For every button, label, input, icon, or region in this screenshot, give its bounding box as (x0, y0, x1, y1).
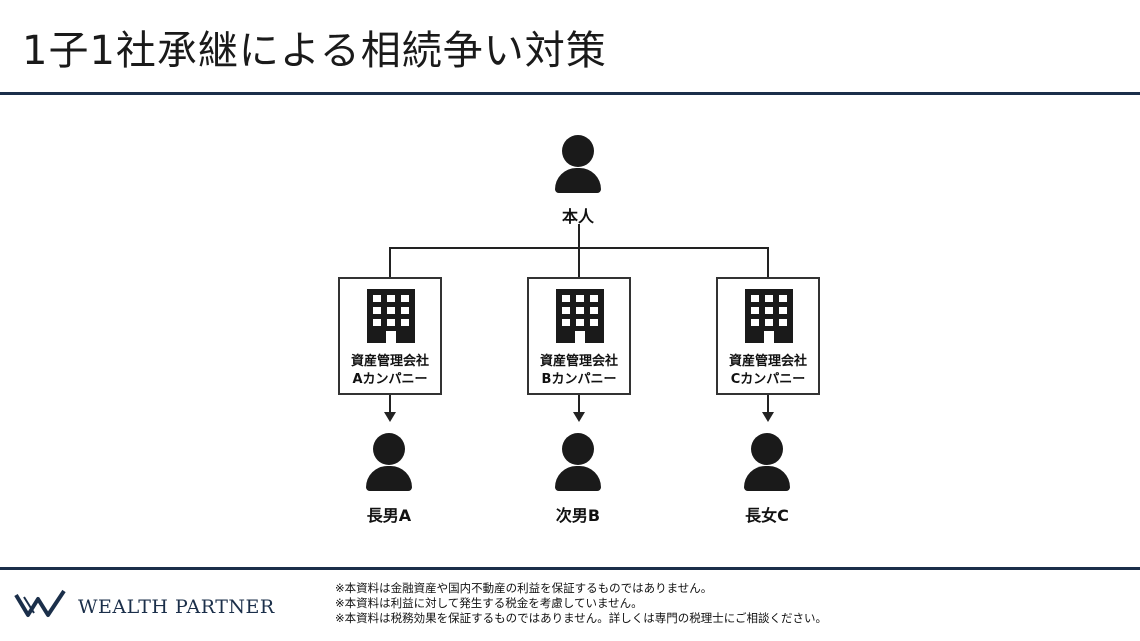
title-divider (0, 92, 1140, 95)
company-name-b: 資産管理会社 Bカンパニー (539, 354, 618, 387)
branch-connector-a (389, 247, 391, 278)
disclaimer-line: ※本資料は利益に対して発生する税金を考慮していません。 (335, 596, 643, 610)
company-box-a: 資産管理会社 Aカンパニー (338, 277, 442, 395)
heir-c-person-icon (744, 433, 790, 491)
arrow-line-a (389, 395, 391, 413)
heir-c-label: 長女C (745, 506, 789, 525)
arrow-line-b (578, 395, 580, 413)
building-icon (745, 289, 793, 343)
heir-b-label: 次男B (555, 506, 601, 525)
arrow-line-c (767, 395, 769, 413)
heir-a-label: 長男A (366, 506, 412, 525)
branch-connector-c (767, 247, 769, 278)
company-box-c: 資産管理会社 Cカンパニー (716, 277, 820, 395)
company-name-c: 資産管理会社 Cカンパニー (728, 354, 807, 387)
branch-connector-b (578, 247, 580, 278)
heir-a-person-icon (366, 433, 412, 491)
arrow-down-icon (573, 412, 585, 422)
company-box-b: 資産管理会社 Bカンパニー (527, 277, 631, 395)
disclaimer-line: ※本資料は金融資産や国内不動産の利益を保証するものではありません。 (335, 581, 713, 595)
disclaimer-line: ※本資料は税務効果を保証するものではありません。詳しくは専門の税理士にご相談くだ… (335, 611, 828, 625)
company-name-a: 資産管理会社 Aカンパニー (350, 354, 429, 387)
arrow-down-icon (762, 412, 774, 422)
disclaimer-block: ※本資料は金融資産や国内不動産の利益を保証するものではありません。 ※本資料は利… (335, 581, 827, 626)
root-connector (578, 224, 580, 248)
brand-name: WEALTH PARTNER (78, 596, 275, 618)
heir-b-person-icon (555, 433, 601, 491)
root-person-icon (555, 135, 601, 193)
building-icon (367, 289, 415, 343)
building-icon (556, 289, 604, 343)
root-label: 本人 (561, 207, 594, 226)
footer-divider (0, 567, 1140, 570)
arrow-down-icon (384, 412, 396, 422)
page-title: 1子1社承継による相続争い対策 (22, 28, 607, 74)
wealth-partner-logo-icon (14, 589, 66, 617)
